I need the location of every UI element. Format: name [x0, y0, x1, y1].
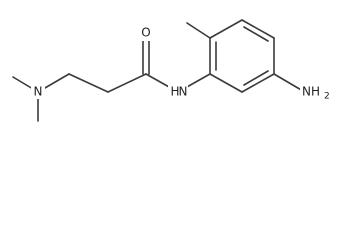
atom-label-amide-nitrogen: N — [179, 85, 188, 99]
atom-label-amine-nitrogen: N — [34, 85, 43, 99]
bond-ch2-carbonyl — [107, 73, 147, 93]
ring-inner-bond-b — [243, 26, 269, 42]
bond-ch2-ch2 — [68, 73, 109, 93]
atom-label-amino-subscript: 2 — [324, 92, 330, 102]
ring-bond-6 — [209, 73, 243, 93]
atom-label-amide-hydrogen: H — [170, 85, 179, 99]
ring-bond-5 — [241, 73, 275, 93]
atom-label-oxygen: O — [141, 26, 150, 40]
chemical-structure-diagram: N O H N NH 2 — [12, 19, 330, 122]
bond-ring-nh2 — [273, 73, 304, 92]
ring-bond-2 — [209, 19, 243, 39]
ring-inner-bond-c — [243, 70, 269, 86]
ring-bond-3 — [241, 19, 275, 39]
atom-label-amino-group: NH — [302, 85, 320, 99]
bond-ring-methyl — [186, 22, 211, 39]
